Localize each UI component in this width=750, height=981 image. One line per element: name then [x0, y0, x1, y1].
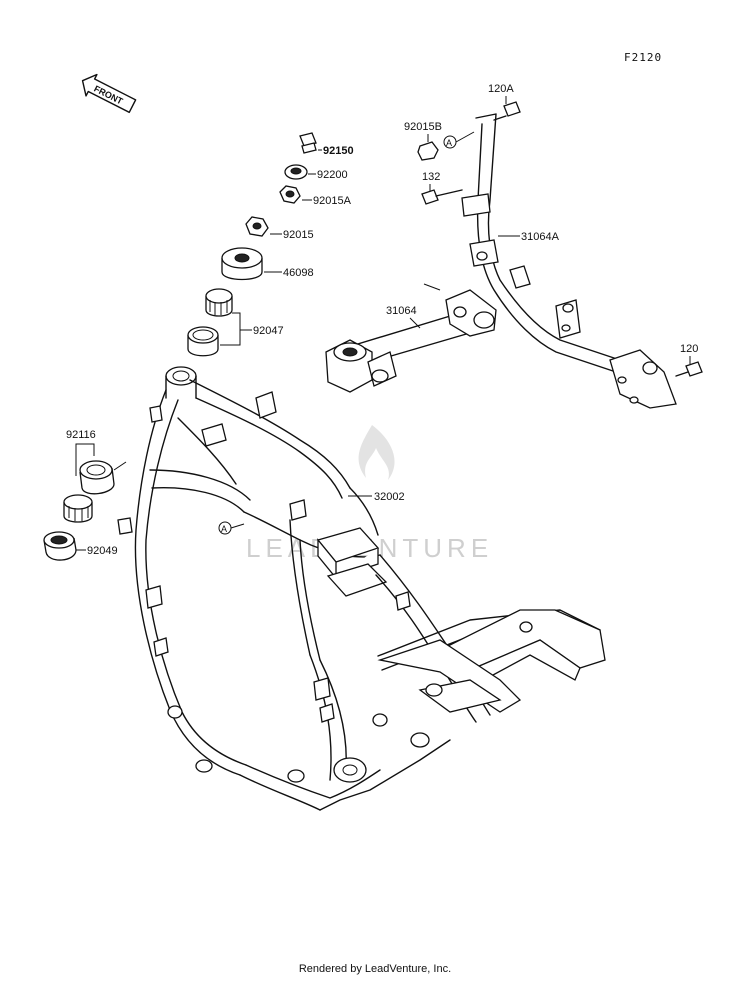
svg-text:A: A — [221, 524, 227, 534]
bearing-92116-lower — [63, 494, 93, 523]
nut-92015B — [417, 141, 439, 161]
label-120A: 120A — [488, 83, 514, 95]
svg-text:A: A — [446, 138, 452, 148]
nut-92015 — [245, 216, 269, 237]
flame-icon — [358, 425, 395, 480]
washer-92200 — [284, 164, 308, 180]
seal-92049 — [43, 531, 77, 561]
race-92116-upper — [79, 460, 115, 495]
label-31064: 31064 — [386, 305, 417, 317]
label-31064A: 31064A — [521, 231, 560, 243]
label-92200: 92200 — [317, 169, 348, 181]
bearing-92047-upper — [205, 288, 233, 317]
rail-31064A — [461, 113, 677, 409]
label-32002: 32002 — [374, 491, 405, 503]
bearing-92047-lower — [187, 326, 219, 357]
callout-a-rail: A — [443, 131, 475, 149]
figure-ref: F2120 — [624, 51, 662, 64]
label-92015B: 92015B — [404, 121, 442, 133]
callout-a-frame: A — [218, 521, 245, 535]
label-92049: 92049 — [87, 545, 118, 557]
footer-credit: Rendered by LeadVenture, Inc. — [298, 963, 452, 975]
bolt-120 — [675, 361, 703, 377]
label-120: 120 — [680, 343, 698, 355]
bolt-132 — [421, 189, 463, 205]
label-92150: 92150 — [323, 145, 354, 157]
bolt-92150 — [299, 132, 317, 154]
front-arrow-icon: FRONT — [81, 73, 137, 114]
bolt-120A — [493, 101, 521, 121]
front-arrow-label: FRONT — [92, 83, 125, 106]
seal-46098 — [221, 247, 263, 281]
label-92015A: 92015A — [313, 195, 352, 207]
nut-92015A — [279, 185, 301, 204]
label-92047: 92047 — [253, 325, 284, 337]
label-132: 132 — [422, 171, 440, 183]
label-92116: 92116 — [66, 429, 96, 441]
crossmember-31064 — [325, 289, 497, 393]
frame-32002 — [117, 366, 606, 811]
label-92015: 92015 — [283, 229, 314, 241]
label-46098: 46098 — [283, 267, 314, 279]
